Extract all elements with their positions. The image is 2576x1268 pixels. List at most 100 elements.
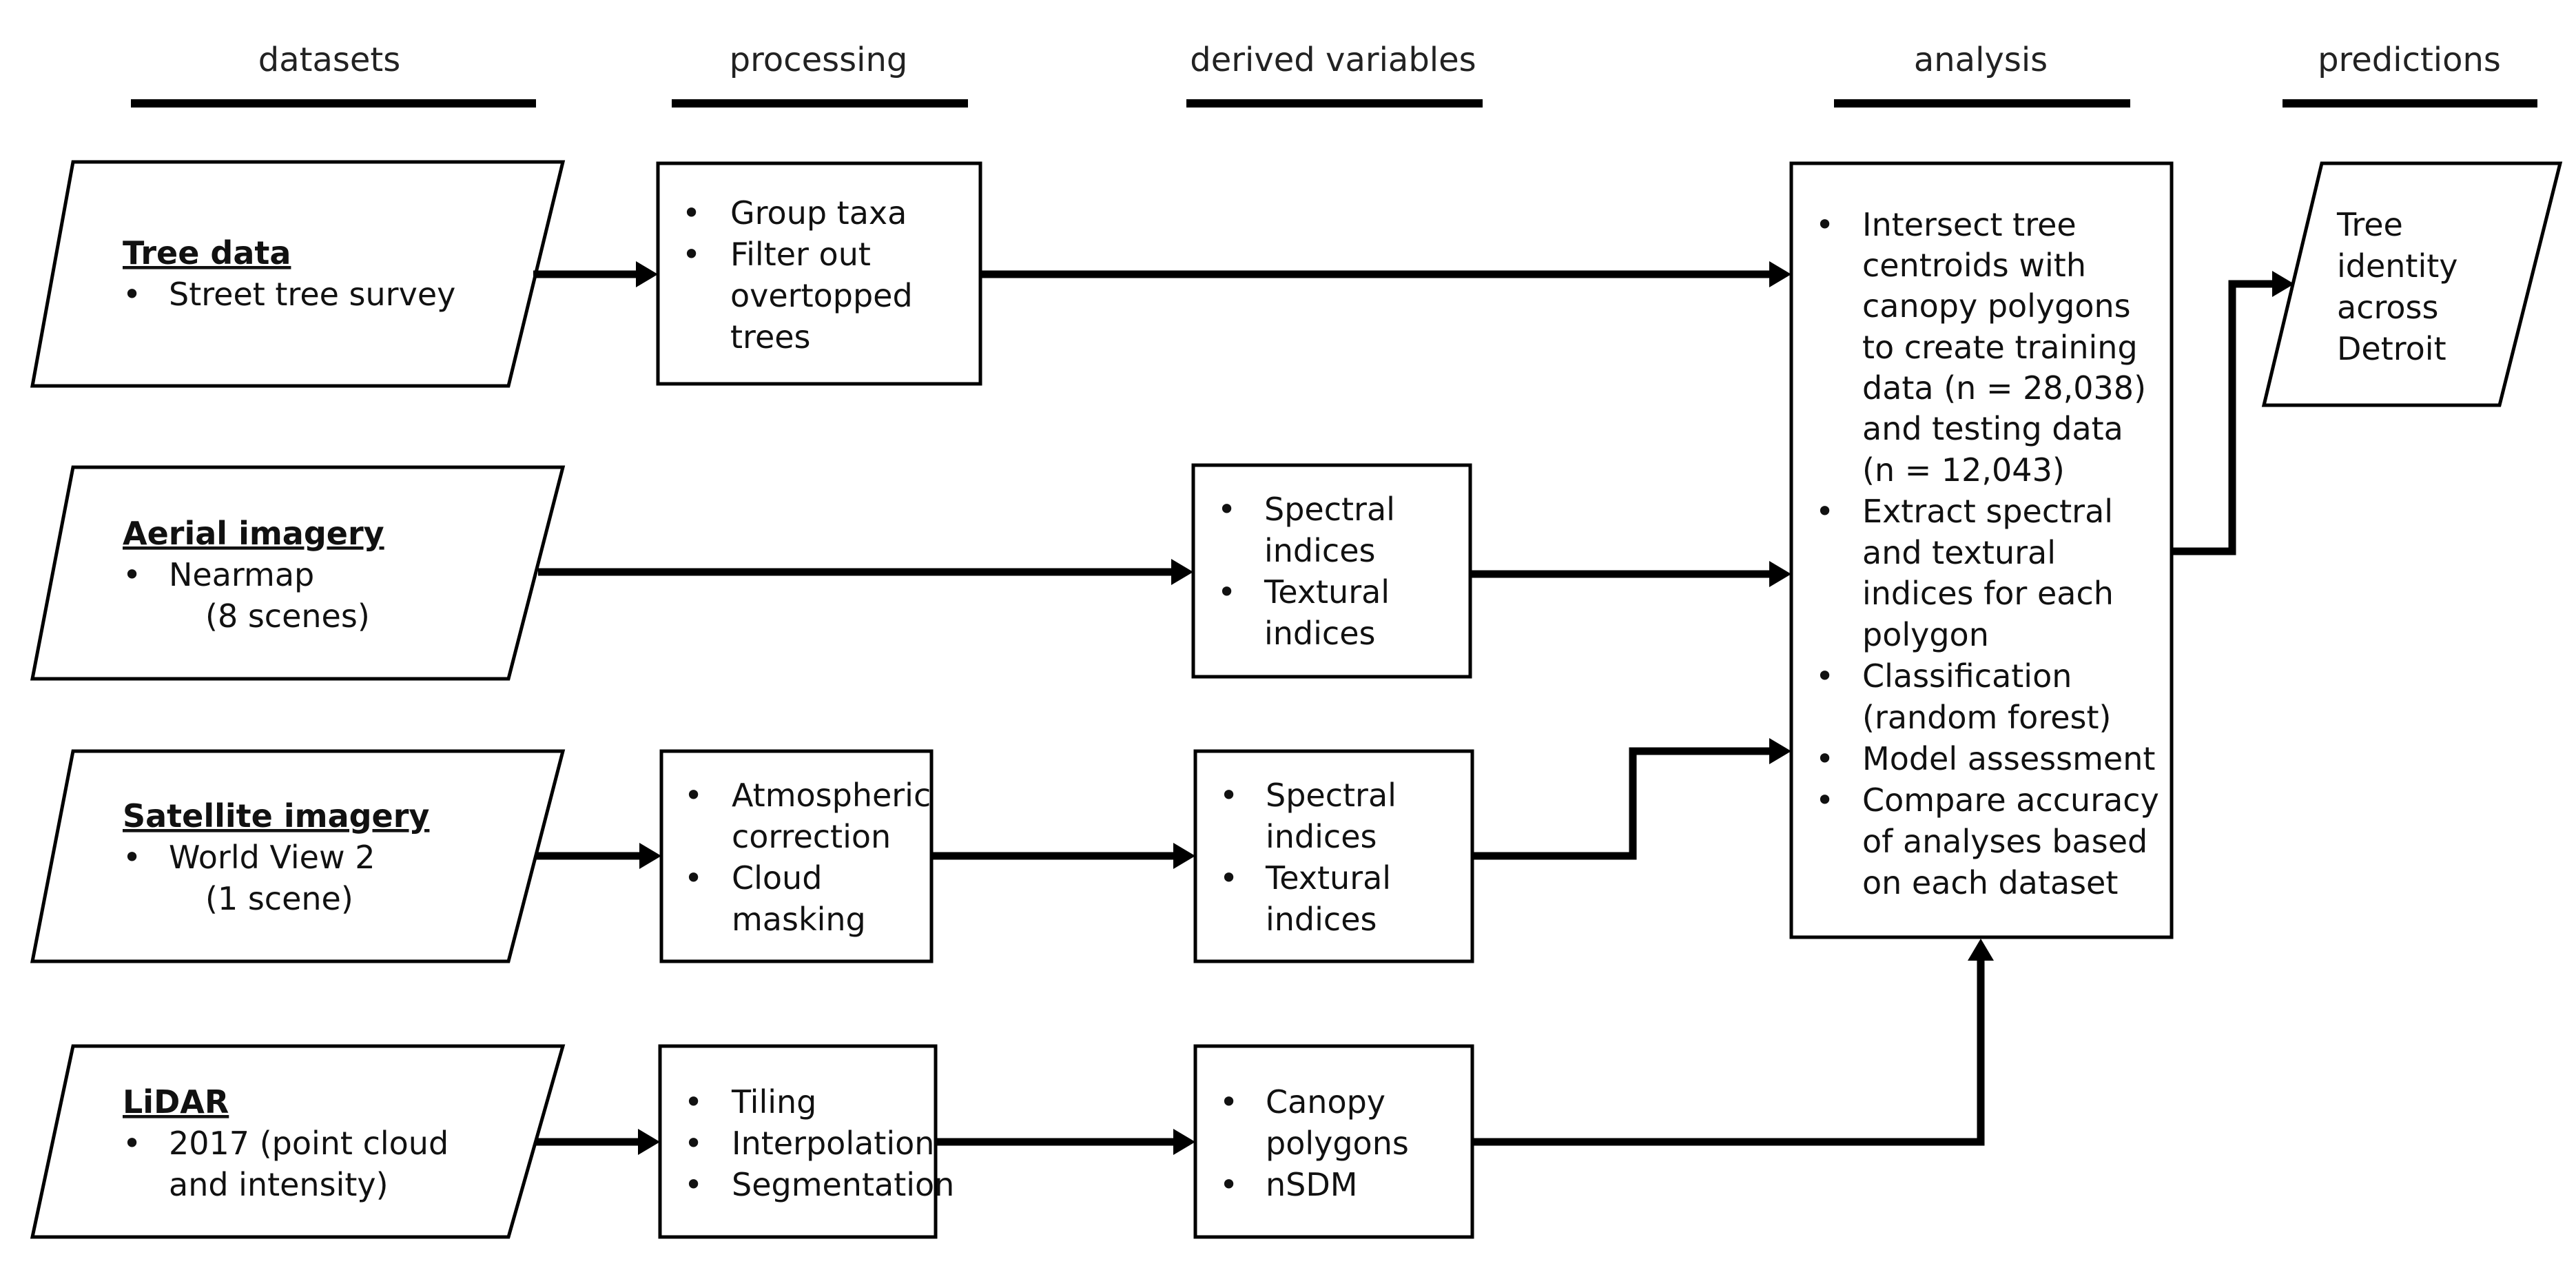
derived-aerial-box bbox=[1191, 463, 1472, 679]
processing-satellite: • Atmospheric correction • Cloud masking bbox=[659, 749, 934, 963]
predictions-line1: Tree bbox=[2336, 206, 2403, 243]
analysis-line: and textural bbox=[1862, 534, 2056, 571]
processing-atmospheric-line1: Atmospheric bbox=[732, 777, 931, 814]
svg-text:•: • bbox=[1815, 206, 1834, 243]
header-processing: processing bbox=[730, 41, 908, 79]
derived-aerial: • Spectral indices • Textural indices bbox=[1191, 463, 1472, 679]
header-datasets: datasets bbox=[258, 41, 400, 79]
arrowhead bbox=[1173, 843, 1195, 869]
connectors bbox=[533, 261, 2294, 1155]
svg-text:•: • bbox=[684, 777, 703, 814]
processing-cloud-line1: Cloud bbox=[732, 859, 822, 897]
processing-tree: • Group taxa • Filter out overtopped tre… bbox=[656, 161, 982, 386]
analysis-line: Classification bbox=[1862, 657, 2072, 695]
svg-text:•: • bbox=[1219, 859, 1238, 897]
analysis-line: Compare accuracy bbox=[1862, 781, 2159, 819]
column-headers: datasets processing derived variables an… bbox=[131, 41, 2537, 108]
lidar-shape bbox=[30, 1044, 566, 1239]
svg-text:•: • bbox=[1219, 777, 1238, 814]
derived-aerial-textural-line1: Textural bbox=[1264, 573, 1390, 611]
aerial-imagery-shape bbox=[30, 465, 566, 681]
processing-atmospheric-line2: correction bbox=[732, 818, 891, 855]
analysis-line: polygon bbox=[1862, 616, 1989, 653]
svg-text:•: • bbox=[1815, 740, 1834, 777]
svg-text:•: • bbox=[1815, 493, 1834, 530]
processing-filter-line1: Filter out bbox=[730, 236, 871, 273]
svg-text:•: • bbox=[123, 556, 141, 593]
tree-data-title: Tree data bbox=[123, 234, 291, 272]
processing-tree-box bbox=[656, 161, 982, 386]
analysis-line: (n = 12,043) bbox=[1862, 451, 2065, 489]
predictions-line4: Detroit bbox=[2337, 330, 2446, 367]
analysis-line: (random forest) bbox=[1862, 699, 2111, 736]
analysis-line: and testing data bbox=[1862, 410, 2123, 447]
satellite-imagery-scenes: (1 scene) bbox=[205, 880, 353, 917]
tree-data-source: Street tree survey bbox=[169, 276, 455, 313]
svg-text:•: • bbox=[1219, 1083, 1238, 1121]
svg-text:•: • bbox=[682, 194, 701, 232]
dataset-lidar: LiDAR • 2017 (point cloud and intensity) bbox=[30, 1044, 566, 1239]
svg-text:•: • bbox=[123, 839, 141, 876]
derived-satellite-box bbox=[1193, 749, 1474, 963]
analysis-line: Intersect tree bbox=[1862, 206, 2077, 243]
derived-satellite-textural-line1: Textural bbox=[1265, 859, 1391, 897]
svg-text:•: • bbox=[682, 236, 701, 273]
lidar-source-line1: 2017 (point cloud bbox=[169, 1125, 449, 1162]
arrowhead bbox=[638, 1129, 660, 1155]
processing-lidar-box bbox=[658, 1044, 938, 1239]
arrowhead bbox=[636, 261, 658, 287]
lidar-title: LiDAR bbox=[123, 1083, 229, 1121]
derived-satellite-spectral-line1: Spectral bbox=[1266, 777, 1397, 814]
arrow-derived-lidar-to-analysis bbox=[1472, 959, 1985, 1146]
derived-nsdm: nSDM bbox=[1266, 1166, 1357, 1203]
analysis-line: Extract spectral bbox=[1862, 493, 2113, 530]
derived-satellite-spectral-line2: indices bbox=[1266, 818, 1377, 855]
derived-canopy-line2: polygons bbox=[1266, 1125, 1409, 1162]
derived-aerial-spectral-line1: Spectral bbox=[1264, 491, 1395, 528]
predictions-line2: identity bbox=[2337, 247, 2458, 285]
processing-cloud-line2: masking bbox=[732, 901, 866, 938]
header-predictions: predictions bbox=[2318, 41, 2501, 79]
tree-data-shape bbox=[30, 160, 566, 388]
analysis-line: canopy polygons bbox=[1862, 287, 2131, 325]
dataset-aerial-imagery: Aerial imagery • Nearmap (8 scenes) bbox=[30, 465, 566, 681]
satellite-imagery-title: Satellite imagery bbox=[123, 797, 429, 835]
dataset-tree-data: Tree data • Street tree survey bbox=[30, 160, 566, 388]
header-analysis: analysis bbox=[1914, 41, 2048, 79]
analysis-line: Model assessment bbox=[1862, 740, 2155, 777]
svg-text:•: • bbox=[123, 1125, 141, 1162]
svg-text:•: • bbox=[1815, 657, 1834, 695]
arrowhead bbox=[1171, 559, 1193, 585]
predictions: Tree identity across Detroit bbox=[2261, 161, 2563, 407]
svg-text:•: • bbox=[1219, 1166, 1238, 1203]
arrowhead bbox=[1968, 939, 1994, 961]
derived-canopy-line1: Canopy bbox=[1266, 1083, 1385, 1121]
analysis-line: indices for each bbox=[1862, 575, 2114, 612]
predictions-shape bbox=[2261, 161, 2563, 407]
arrowhead bbox=[1769, 561, 1791, 587]
svg-text:•: • bbox=[1217, 573, 1236, 611]
derived-satellite: • Spectral indices • Textural indices bbox=[1193, 749, 1474, 963]
processing-filter-line3: trees bbox=[730, 318, 811, 356]
processing-lidar: • Tiling • Interpolation • Segmentation bbox=[658, 1044, 954, 1239]
derived-satellite-textural-line2: indices bbox=[1266, 901, 1377, 938]
derived-aerial-textural-line2: indices bbox=[1264, 615, 1375, 652]
svg-text:•: • bbox=[684, 1125, 703, 1162]
lidar-source-line2: and intensity) bbox=[169, 1166, 389, 1203]
derived-aerial-spectral-line2: indices bbox=[1264, 532, 1375, 569]
analysis: • • • • • Intersect tree centroids with … bbox=[1789, 161, 2174, 939]
svg-text:•: • bbox=[1815, 781, 1834, 819]
arrow-derived-satellite-to-analysis bbox=[1472, 747, 1771, 860]
aerial-imagery-scenes: (8 scenes) bbox=[205, 597, 370, 635]
svg-text:•: • bbox=[684, 859, 703, 897]
processing-segmentation: Segmentation bbox=[732, 1166, 954, 1203]
header-derived-variables: derived variables bbox=[1190, 41, 1476, 79]
satellite-imagery-source: World View 2 bbox=[169, 839, 375, 876]
processing-interpolation: Interpolation bbox=[732, 1125, 934, 1162]
svg-text:•: • bbox=[123, 276, 141, 313]
analysis-line: to create training bbox=[1862, 329, 2138, 366]
processing-filter-line2: overtopped bbox=[730, 277, 913, 314]
svg-text:•: • bbox=[684, 1166, 703, 1203]
arrowhead bbox=[639, 843, 661, 869]
